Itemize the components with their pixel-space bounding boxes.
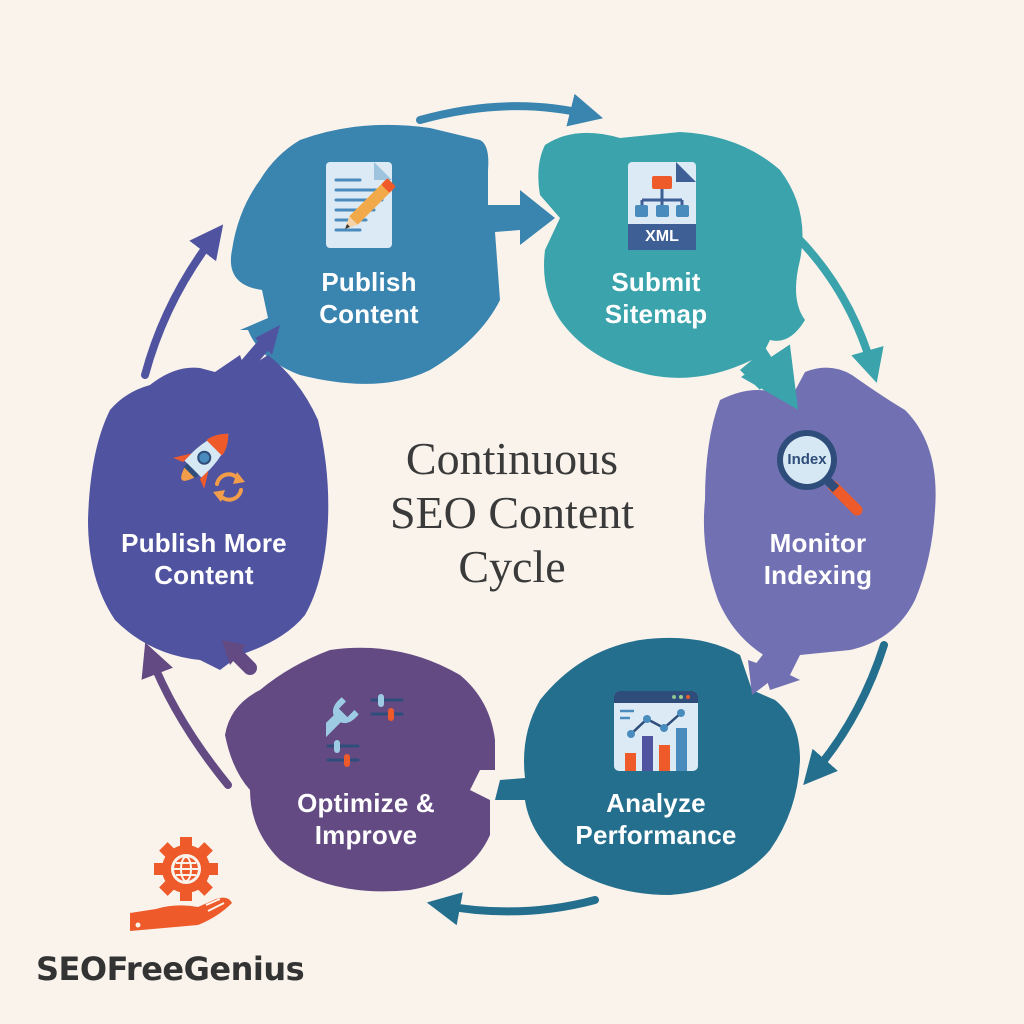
index-text: Index bbox=[787, 451, 827, 468]
rocket-refresh-icon bbox=[173, 433, 245, 502]
node-label-optimize-improve: Optimize & Improve bbox=[297, 788, 435, 850]
blob-publish-content bbox=[230, 124, 556, 384]
node-label-publish-content: Publish Content bbox=[319, 267, 419, 329]
hand-gear-globe-icon bbox=[130, 837, 232, 931]
outer-cycle-arrows bbox=[141, 93, 888, 926]
blob-monitor-indexing bbox=[703, 367, 936, 690]
arrow-upper-left bbox=[141, 224, 224, 379]
arrow-bottom bbox=[426, 892, 599, 926]
xml-sitemap-icon: XML bbox=[626, 160, 698, 252]
diagram-title: Continuous SEO Content Cycle bbox=[389, 433, 635, 592]
wrench-sliders-icon bbox=[326, 694, 404, 767]
node-label-publish-more-content: Publish More Content bbox=[121, 528, 287, 590]
analytics-chart-icon bbox=[614, 691, 698, 771]
xml-label: XML bbox=[645, 228, 679, 245]
node-label-analyze-performance: Analyze Performance bbox=[575, 788, 737, 850]
document-pencil-icon bbox=[326, 162, 396, 248]
blob-optimize-improve bbox=[225, 647, 495, 892]
brand-name: SEOFreeGenius bbox=[36, 950, 305, 988]
arrow-top bbox=[416, 93, 604, 127]
arrow-upper-right bbox=[791, 231, 884, 383]
node-label-monitor-indexing: Monitor Indexing bbox=[763, 528, 873, 590]
node-label-submit-sitemap: Submit Sitemap bbox=[604, 267, 708, 329]
arrow-lower-left bbox=[141, 642, 232, 789]
blob-publish-more-content bbox=[88, 355, 329, 670]
arrow-lower-right bbox=[803, 641, 888, 786]
inner-arrows bbox=[222, 325, 799, 695]
blob-submit-sitemap bbox=[538, 132, 805, 390]
magnifier-index-icon: Index bbox=[773, 426, 865, 518]
